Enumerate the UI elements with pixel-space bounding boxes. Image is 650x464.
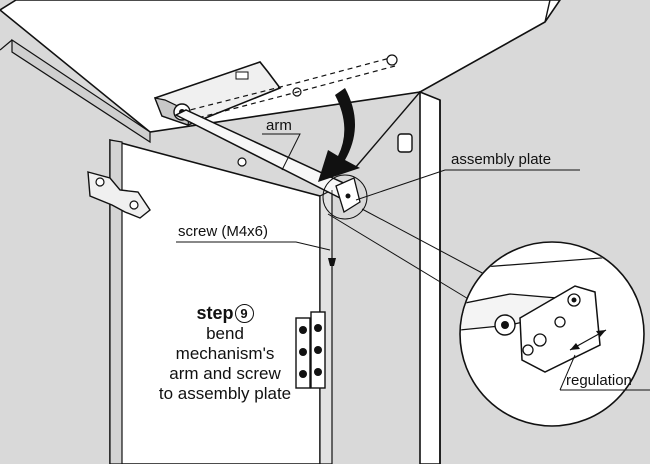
door-edge	[109, 139, 123, 464]
zoom-circle-small	[322, 174, 368, 220]
regulation-label: regulation	[566, 372, 632, 389]
step-line-1: bend	[206, 324, 244, 343]
step-word: step	[196, 303, 234, 323]
bumper	[397, 133, 413, 153]
door-hinge-middle	[295, 311, 326, 389]
screw-leader	[176, 241, 331, 251]
lift-mechanism	[153, 61, 302, 167]
cabinet-side-panel	[419, 90, 441, 464]
step-number: 9	[234, 304, 254, 323]
step-line-4: to assembly plate	[158, 384, 292, 403]
assembly-plate-leader	[355, 169, 580, 201]
step-line-2: mechanism's	[175, 344, 275, 363]
assembly-plate-label: assembly plate	[451, 151, 552, 168]
screw-label: screw (M4x6)	[178, 223, 269, 240]
arm-leader	[262, 133, 301, 171]
cabinet-door	[109, 138, 321, 464]
screw-mark	[328, 258, 336, 266]
cabinet-top-panel	[0, 0, 561, 133]
door-hinge-left	[87, 171, 151, 219]
zoom-detail	[459, 241, 645, 427]
assembly-plate-small	[335, 177, 361, 213]
arm-label: arm	[266, 117, 292, 134]
bend-arrow	[318, 88, 360, 182]
arm-start-dashed	[181, 57, 391, 113]
step-line-3: arm and screw	[169, 364, 281, 383]
top-panel-edge	[11, 38, 151, 144]
